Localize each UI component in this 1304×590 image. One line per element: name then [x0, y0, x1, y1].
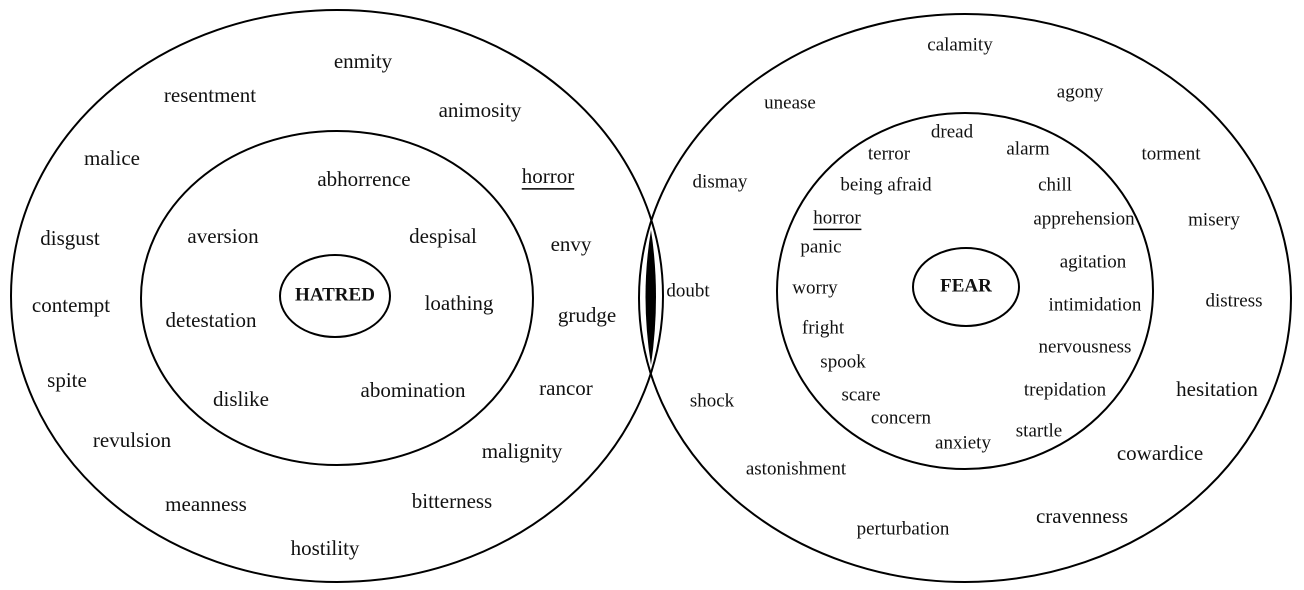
fear-inner-word: anxiety [935, 432, 991, 453]
fear-inner-word: concern [871, 407, 932, 428]
fear-outer-word: distress [1206, 290, 1263, 311]
hatred-outer-word: malignity [482, 439, 563, 463]
fear-inner-word: alarm [1006, 138, 1049, 159]
fear-outer-circle [638, 13, 1292, 583]
overlap-word: doubt [666, 280, 710, 301]
fear-outer-word: calamity [927, 34, 993, 55]
fear-inner-word: nervousness [1039, 336, 1132, 357]
hatred-outer-word: revulsion [93, 428, 172, 452]
hatred-outer-word: resentment [164, 83, 256, 107]
fear-core-word: FEAR [940, 275, 992, 296]
fear-inner-word: scare [841, 384, 880, 405]
hatred-outer-word: grudge [558, 303, 616, 327]
hatred-outer-word: horror [522, 164, 574, 188]
fear-core-circle [912, 247, 1020, 327]
hatred-outer-word: enmity [334, 49, 393, 73]
hatred-outer-word: envy [551, 232, 592, 256]
hatred-outer-word: spite [47, 368, 87, 392]
hatred-outer-word: animosity [439, 98, 522, 122]
hatred-inner-word: detestation [166, 308, 257, 332]
fear-inner-circle [776, 112, 1154, 470]
fear-outer-word: dismay [693, 171, 748, 192]
fear-inner-word: panic [800, 236, 841, 257]
fear-inner-word: startle [1016, 420, 1062, 441]
hatred-inner-word: dislike [213, 387, 269, 411]
fear-outer-word: unease [764, 92, 816, 113]
hatred-inner-word: abhorrence [317, 167, 410, 191]
hatred-outer-word: hostility [291, 536, 360, 560]
fear-outer-word: perturbation [857, 518, 950, 539]
hatred-inner-word: abomination [361, 378, 466, 402]
fear-inner-word: dread [931, 121, 974, 142]
fear-inner-word: worry [792, 277, 838, 298]
hatred-outer-circle [10, 9, 664, 583]
hatred-inner-word: despisal [409, 224, 477, 248]
fear-inner-word: being afraid [840, 174, 932, 195]
hatred-inner-word: aversion [187, 224, 259, 248]
overlap-region [645, 230, 656, 365]
fear-outer-word: misery [1188, 209, 1240, 230]
fear-outer-word: torment [1141, 143, 1201, 164]
hatred-inner-word: loathing [425, 291, 494, 315]
fear-outer-word: cowardice [1117, 441, 1203, 465]
hatred-outer-word: disgust [40, 226, 100, 250]
hatred-outer-word: rancor [539, 376, 593, 400]
fear-inner-word: agitation [1060, 251, 1127, 272]
hatred-outer-word: contempt [32, 293, 110, 317]
hatred-core-word: HATRED [295, 284, 375, 305]
hatred-outer-word: malice [84, 146, 140, 170]
fear-inner-word: horror [813, 207, 861, 228]
fear-inner-word: terror [868, 143, 911, 164]
fear-inner-word: intimidation [1049, 294, 1142, 315]
fear-inner-word: spook [820, 351, 866, 372]
fear-inner-word: chill [1038, 174, 1072, 195]
fear-inner-word: trepidation [1024, 379, 1107, 400]
fear-outer-word: agony [1057, 81, 1104, 102]
fear-inner-word: fright [802, 317, 845, 338]
fear-inner-word: apprehension [1033, 208, 1135, 229]
fear-outer-word: cravenness [1036, 504, 1128, 528]
fear-outer-word: shock [690, 390, 735, 411]
hatred-outer-word: bitterness [412, 489, 492, 513]
fear-outer-word: hesitation [1176, 377, 1258, 401]
fear-outer-word: astonishment [746, 458, 847, 479]
hatred-inner-circle [140, 130, 534, 466]
hatred-outer-word: meanness [165, 492, 247, 516]
hatred-core-circle [279, 254, 391, 338]
